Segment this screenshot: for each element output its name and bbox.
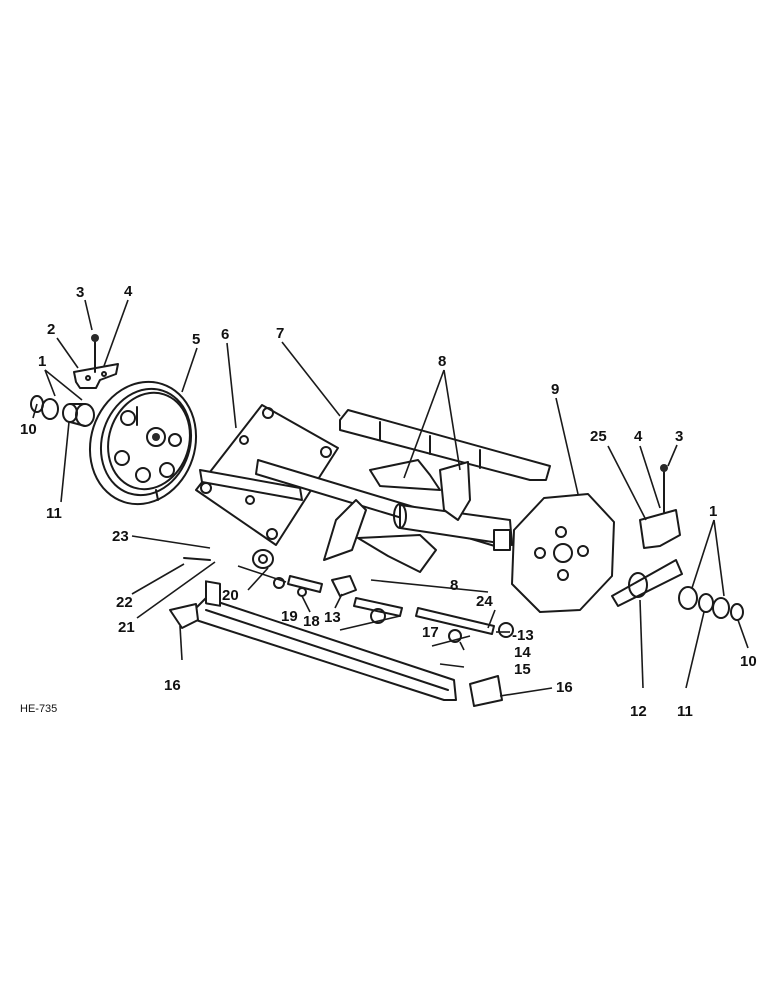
callout-11-left: 11 bbox=[46, 505, 62, 522]
callout-22: 22 bbox=[116, 594, 133, 611]
callout-14: 14 bbox=[514, 644, 531, 661]
left-cap-bracket bbox=[73, 334, 119, 389]
callout-8-bottom: 8 bbox=[450, 577, 458, 594]
callout-15: 15 bbox=[514, 661, 531, 678]
right-bearing-plate bbox=[611, 559, 683, 607]
callout-20: 20 bbox=[222, 587, 239, 604]
callout-6: 6 bbox=[221, 326, 229, 343]
callout-10-right: 10 bbox=[740, 653, 757, 670]
callout-9: 9 bbox=[551, 381, 559, 398]
pulley-wheel bbox=[88, 380, 198, 506]
callout-19: 19 bbox=[281, 608, 298, 625]
callout-17: 17 bbox=[422, 624, 439, 641]
callout-4-right: 4 bbox=[634, 428, 643, 445]
callout-16-left: 16 bbox=[164, 677, 181, 694]
callout-18: 18 bbox=[303, 613, 320, 630]
right-cap-bracket bbox=[639, 464, 681, 549]
callout-21: 21 bbox=[118, 619, 135, 636]
callout-24: 24 bbox=[476, 593, 493, 610]
callout-16-right: 16 bbox=[556, 679, 573, 696]
callout-25: 25 bbox=[590, 428, 607, 445]
callout-3-right: 3 bbox=[675, 428, 683, 445]
callout-23: 23 bbox=[112, 528, 129, 545]
callout-7: 7 bbox=[276, 325, 284, 342]
callout-2: 2 bbox=[47, 321, 55, 338]
callout-8-top: 8 bbox=[438, 353, 446, 370]
callout-5: 5 bbox=[192, 331, 200, 348]
mount-brackets bbox=[169, 603, 503, 707]
right-side-plate bbox=[511, 493, 615, 613]
callout-1-left: 1 bbox=[38, 353, 46, 370]
leader-lines bbox=[32, 299, 749, 697]
callout-labels: 1 2 3 4 5 6 7 8 9 10 11 23 22 21 20 19 1… bbox=[20, 283, 757, 720]
center-shaft bbox=[199, 459, 513, 551]
callout-1-right: 1 bbox=[709, 503, 717, 520]
beater-arms bbox=[323, 459, 471, 573]
callout-4-left: 4 bbox=[124, 283, 133, 300]
callout-11-right: 11 bbox=[677, 703, 693, 720]
callout-12: 12 bbox=[630, 703, 647, 720]
top-beater-bar bbox=[339, 409, 551, 481]
left-bearing-set bbox=[30, 395, 95, 427]
small-hardware bbox=[183, 549, 514, 643]
figure-code: HE-735 bbox=[20, 703, 57, 715]
right-bearing-set bbox=[678, 586, 744, 621]
callout-10-left: 10 bbox=[20, 421, 37, 438]
callout-13-left: 13 bbox=[324, 609, 341, 626]
callout-3-left: 3 bbox=[76, 284, 84, 301]
callout-13-right: -13 bbox=[512, 627, 534, 644]
